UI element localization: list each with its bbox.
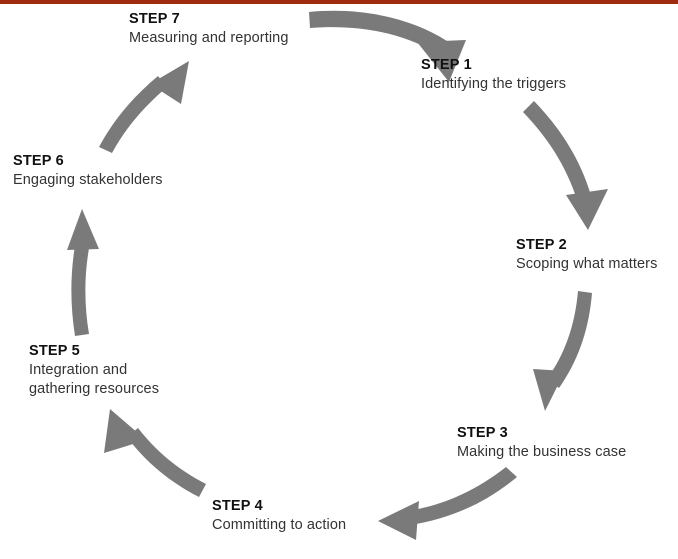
step-desc-step-6-line-1: Engaging stakeholders: [13, 171, 163, 188]
arrow-step1-to-step2: [523, 101, 608, 230]
step-title-step-3: STEP 3: [457, 425, 508, 441]
step-title-step-5: STEP 5: [29, 343, 80, 359]
step-title-step-7: STEP 7: [129, 11, 180, 27]
step-title-step-2: STEP 2: [516, 237, 567, 253]
top-accent-rule: [0, 0, 678, 4]
step-title-step-4: STEP 4: [212, 498, 263, 514]
step-label-step-5: STEP 5 Integration and gathering resourc…: [29, 342, 159, 399]
step-label-step-1: STEP 1 Identifying the triggers: [421, 56, 566, 94]
step-desc-step-5-line-2: gathering resources: [29, 380, 160, 397]
arrow-step4-to-step5: [104, 409, 206, 497]
step-label-step-7: STEP 7 Measuring and reporting: [129, 10, 288, 48]
step-label-step-2: STEP 2 Scoping what matters: [516, 236, 657, 274]
step-label-step-3: STEP 3 Making the business case: [457, 424, 626, 462]
arrow-step3-to-step4: [378, 467, 517, 540]
step-desc-step-5-line-1: Integration and: [29, 361, 128, 378]
step-desc-step-7-line-1: Measuring and reporting: [129, 29, 289, 46]
arrow-step2-to-step3: [533, 291, 592, 411]
step-title-step-1: STEP 1: [421, 57, 472, 73]
arrow-step6-to-step7: [99, 61, 189, 153]
arrow-step5-to-step6: [67, 209, 99, 336]
step-desc-step-2-line-1: Scoping what matters: [516, 255, 658, 272]
step-desc-step-1-line-1: Identifying the triggers: [421, 75, 567, 92]
step-desc-step-3-line-1: Making the business case: [457, 443, 627, 460]
step-label-step-6: STEP 6 Engaging stakeholders: [13, 152, 163, 190]
step-label-step-4: STEP 4 Committing to action: [212, 497, 346, 535]
arrow-step7-to-step1: [309, 10, 466, 82]
step-desc-step-4-line-1: Committing to action: [212, 516, 347, 533]
step-title-step-6: STEP 6: [13, 153, 64, 169]
